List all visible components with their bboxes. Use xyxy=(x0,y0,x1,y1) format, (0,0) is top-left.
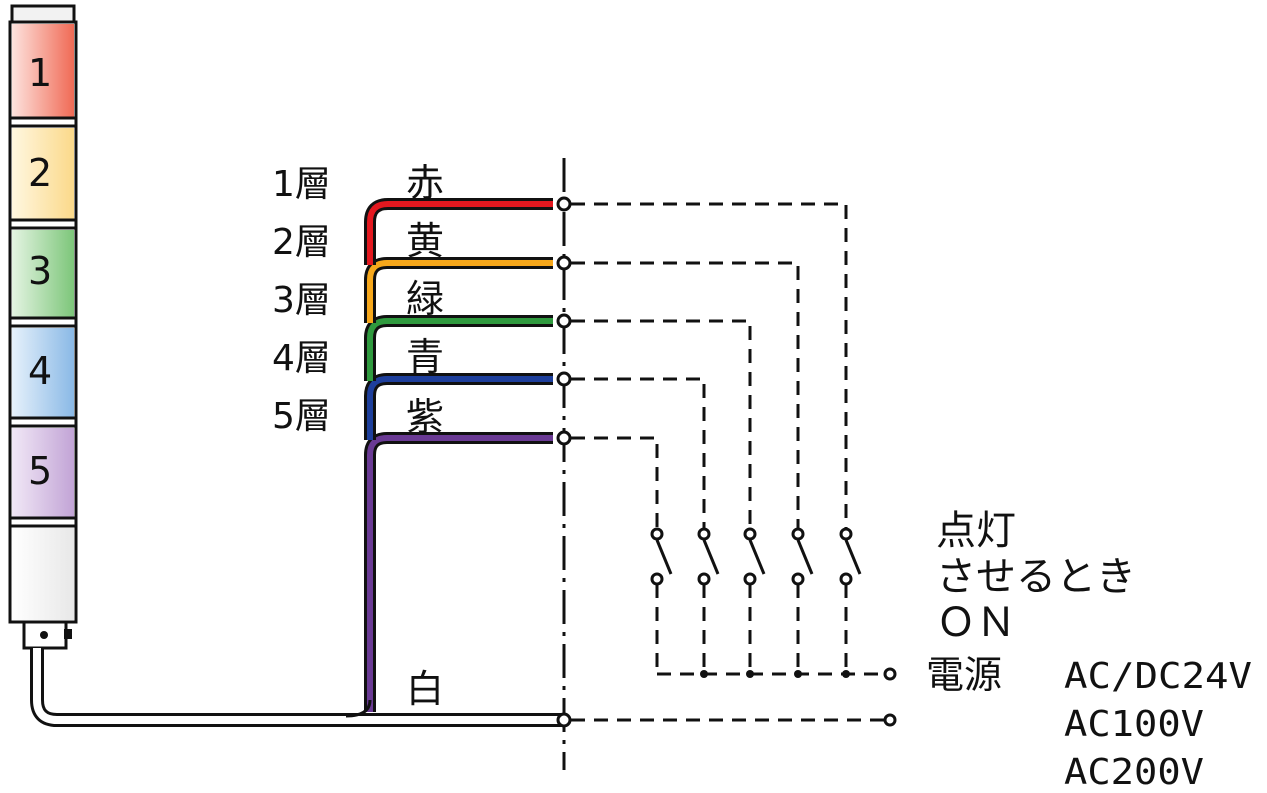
wire-bundle xyxy=(345,198,553,718)
bracket-tab xyxy=(64,629,72,639)
switch-note-line3: ＯＮ xyxy=(936,600,1016,646)
tower-segment-fill xyxy=(12,428,74,518)
terminal-2 xyxy=(556,255,572,271)
switches xyxy=(650,527,862,586)
bus-junctions xyxy=(700,670,850,678)
bracket-screw xyxy=(40,631,48,639)
tower-segment-number: 4 xyxy=(28,349,52,393)
layer-label-3: 3層 xyxy=(272,280,331,321)
external-wiring xyxy=(571,202,884,722)
tower-segment-fill xyxy=(12,128,74,220)
wire-color-name-5: 紫 xyxy=(406,395,444,439)
common-wire-color-name: 白 xyxy=(406,667,444,711)
tower-segment-number: 3 xyxy=(28,249,52,293)
tower-segment-number: 1 xyxy=(28,51,52,95)
wire-color-name-2: 黄 xyxy=(406,219,444,263)
terminal-4 xyxy=(556,371,572,387)
wire-purple xyxy=(364,432,553,712)
wire-color-name-1: 赤 xyxy=(406,161,444,205)
power-terminal-1 xyxy=(883,667,897,681)
wire-green xyxy=(364,315,553,381)
switch-5 xyxy=(650,527,673,586)
voltage-1: AC/DC24V xyxy=(1064,656,1252,697)
signal-tower: 1 2 3 4 5 xyxy=(8,4,78,650)
voltage-3: AC200V xyxy=(1064,752,1204,793)
wire-color-name-4: 青 xyxy=(406,335,444,379)
switch-note-line1: 点灯 xyxy=(936,508,1016,554)
terminal-common xyxy=(556,712,572,728)
wire-yellow xyxy=(364,257,553,323)
wire-color-name-3: 緑 xyxy=(406,277,444,321)
tower-segment-2: 2 xyxy=(10,128,76,230)
tower-segment-number: 2 xyxy=(28,151,52,195)
layer-label-5: 5層 xyxy=(272,396,331,437)
tower-segment-1: 1 xyxy=(10,24,76,128)
switch-1 xyxy=(839,527,862,586)
wire-white xyxy=(345,699,372,718)
layer-labels: 1層 2層 3層 4層 5層 xyxy=(272,164,331,437)
tower-segment-5: 5 xyxy=(10,428,76,528)
layer-label-1: 1層 xyxy=(272,164,331,205)
switch-3 xyxy=(743,527,766,586)
tower-segment-fill xyxy=(12,230,74,318)
terminals xyxy=(556,196,572,728)
terminal-3 xyxy=(556,313,572,329)
power-terminal-2 xyxy=(883,713,897,727)
terminal-1 xyxy=(556,196,572,212)
voltage-2: AC100V xyxy=(1064,704,1204,745)
tower-segment-number: 5 xyxy=(28,449,52,493)
tower-segment-fill xyxy=(12,24,74,118)
switch-note: 点灯 させるとき ＯＮ xyxy=(936,508,1136,646)
tower-segment-4: 4 xyxy=(10,328,76,428)
tower-segment-3: 3 xyxy=(10,230,76,328)
wire-color-names: 赤 黄 緑 青 紫 白 xyxy=(406,161,444,711)
power-voltages: AC/DC24V AC100V AC200V xyxy=(1064,656,1252,793)
main-cable xyxy=(30,648,565,727)
wire-blue xyxy=(364,373,553,440)
layer-label-4: 4層 xyxy=(272,338,331,379)
tower-body-outline xyxy=(8,20,78,624)
power-label: 電源 xyxy=(926,653,1002,697)
tower-base xyxy=(12,528,74,620)
terminal-5 xyxy=(556,430,572,446)
switch-2 xyxy=(791,527,814,586)
tower-cap xyxy=(10,4,76,24)
tower-segment-fill xyxy=(12,328,74,418)
switch-4 xyxy=(697,527,720,586)
layer-label-2: 2層 xyxy=(272,222,331,263)
switch-note-line2: させるとき xyxy=(936,554,1136,600)
wire-red xyxy=(364,198,553,265)
